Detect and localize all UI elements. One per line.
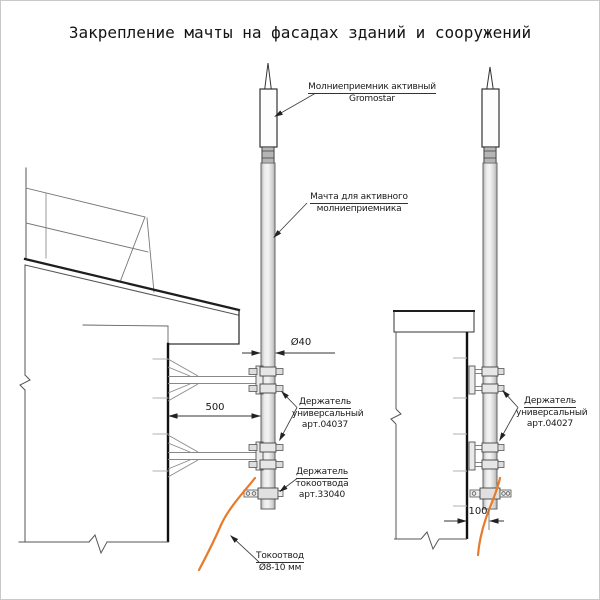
universal-holder-left-top [167, 358, 284, 402]
down-conductor-wire-left [197, 476, 257, 572]
railing-rail-mid [25, 222, 149, 253]
drawing-title: Закрепление мачты на фасадах зданий и со… [68, 23, 532, 42]
wall-ticks [453, 357, 467, 507]
mast-coupling [483, 146, 497, 164]
ground-line [18, 534, 169, 555]
leader-receiver [274, 93, 316, 117]
label-conductor: Токоотвод Ø8-10 мм [244, 551, 316, 574]
cornice [393, 310, 475, 333]
leader-holder-left-1 [281, 390, 298, 408]
dimension-label-diameter: Ø40 [290, 337, 312, 348]
leader-mast [273, 202, 308, 238]
mast-clamp [481, 442, 505, 453]
label-holder-conductor-line2: токоотвода [295, 479, 349, 489]
label-holder-right-line1: Держатель [524, 396, 576, 408]
label-receiver: Молниеприемник активный Gromostar [303, 82, 441, 105]
right-building [390, 310, 475, 551]
leader-conductor [230, 535, 260, 563]
dimension-offset-100 [444, 510, 504, 530]
label-holder-right-art: арт.04027 [526, 419, 574, 429]
conductor-holder-left [243, 487, 284, 500]
label-holder-right-line2: универсальный [516, 408, 588, 418]
leader-conductor-holder [279, 478, 298, 492]
mast-clamp [481, 459, 505, 470]
dimension-label-100: 100 [468, 506, 488, 517]
mast-tube [260, 162, 276, 510]
lightning-receiver-body [259, 88, 278, 148]
left-building [18, 167, 241, 555]
label-receiver-model: Gromostar [349, 94, 395, 104]
wall-left-edge [390, 332, 402, 539]
wall-ticks [152, 358, 169, 472]
mast-clamp [248, 366, 284, 377]
mast-clamp [248, 442, 284, 453]
label-holder-universal-left: Держатель универсальный арт.04037 [292, 397, 364, 431]
mast-clamp [481, 383, 505, 394]
railing-brace-right [146, 217, 155, 293]
mast-coupling [261, 146, 275, 164]
label-holder-conductor-art: арт.33040 [298, 490, 346, 500]
wall-top-line [82, 324, 169, 327]
leader-lines [230, 93, 519, 563]
label-mast-line1: Мачта для активного [310, 192, 408, 204]
label-holder-conductor: Держатель токоотвода арт.33040 [290, 467, 354, 501]
label-mast: Мачта для активного молниеприемника [299, 192, 419, 215]
mast-assembly-left [259, 62, 278, 510]
wall-left-edge [19, 264, 31, 543]
label-conductor-line1: Токоотвод [256, 551, 304, 563]
universal-holder-right-bottom [468, 441, 505, 471]
label-holder-left-line2: универсальный [292, 409, 364, 419]
mast-tube [482, 162, 498, 510]
leader-holder-left-2 [279, 407, 298, 441]
railing-brace-left [119, 216, 146, 283]
ground-line [394, 531, 467, 551]
down-conductor-wire-right [476, 476, 502, 557]
railing-rail-top [25, 187, 146, 218]
label-receiver-name: Молниеприемник активный [308, 82, 436, 94]
mast-clamp [481, 366, 505, 377]
universal-holder-right-top [468, 365, 505, 395]
roof-underside [24, 264, 239, 316]
air-terminal-tip [263, 62, 273, 92]
label-holder-left-line1: Держатель [299, 397, 351, 409]
label-holder-universal-right: Держатель универсальный арт.04027 [516, 396, 588, 430]
label-conductor-line2: Ø8-10 мм [258, 563, 302, 573]
mast-clamp [248, 459, 284, 470]
roof-edge [23, 257, 241, 312]
dimension-label-500: 500 [205, 402, 225, 413]
universal-holder-left-bottom [167, 434, 284, 478]
air-terminal-tip [485, 66, 495, 92]
label-holder-conductor-line1: Держатель [296, 467, 348, 479]
conductor-holder-right [469, 487, 512, 500]
fascia [167, 309, 240, 345]
leader-holder-right-2 [499, 407, 519, 442]
mast-clamp [248, 383, 284, 394]
leader-holder-right-1 [502, 389, 519, 408]
mast-assembly-right [481, 66, 500, 510]
label-holder-left-art: арт.04037 [301, 420, 349, 430]
lightning-receiver-body [481, 88, 500, 148]
label-mast-line2: молниеприемника [316, 204, 402, 214]
